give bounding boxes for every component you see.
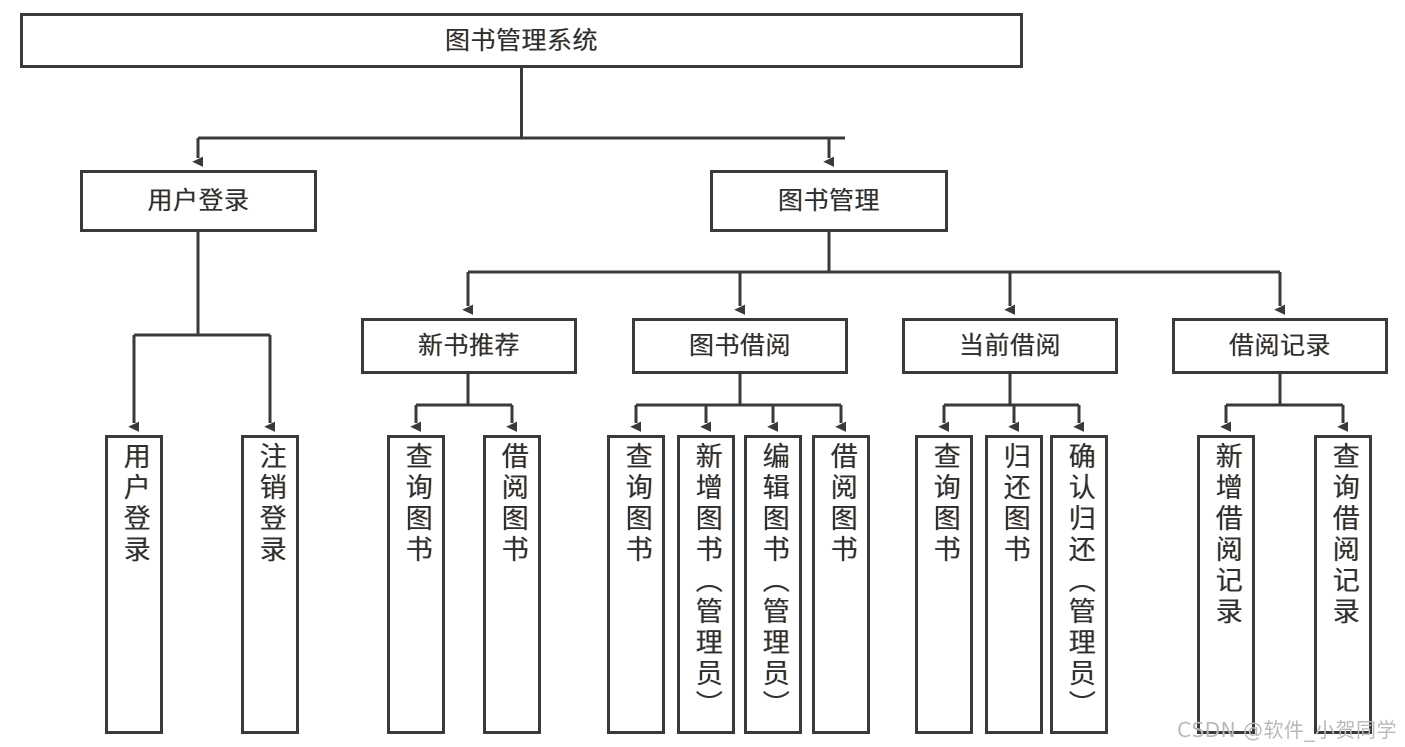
leaf-label: 确认归还（管理员） bbox=[1063, 442, 1095, 721]
node-book-management-label: 图书管理 bbox=[777, 186, 880, 216]
node-new-book-recommend-label: 新书推荐 bbox=[417, 331, 520, 361]
node-borrow-record-label: 借阅记录 bbox=[1228, 331, 1331, 361]
node-root-label: 图书管理系统 bbox=[444, 25, 598, 55]
leaf-label: 查询借阅记录 bbox=[1327, 442, 1359, 628]
leaf-borrow-record-add[interactable]: 新增借阅记录 bbox=[1197, 435, 1255, 734]
node-user-login-label: 用户登录 bbox=[147, 186, 250, 216]
leaf-current-borrow-query[interactable]: 查询图书 bbox=[915, 435, 973, 734]
leaf-book-borrow-query[interactable]: 查询图书 bbox=[607, 435, 665, 734]
node-book-borrow[interactable]: 图书借阅 bbox=[632, 318, 848, 374]
leaf-label: 编辑图书（管理员） bbox=[757, 442, 789, 721]
node-user-login[interactable]: 用户登录 bbox=[80, 170, 317, 232]
node-current-borrow[interactable]: 当前借阅 bbox=[902, 318, 1118, 374]
leaf-current-borrow-confirm-return[interactable]: 确认归还（管理员） bbox=[1050, 435, 1108, 734]
leaf-book-borrow-borrow[interactable]: 借阅图书 bbox=[812, 435, 870, 734]
leaf-label: 归还图书 bbox=[998, 442, 1030, 566]
leaf-new-book-borrow[interactable]: 借阅图书 bbox=[483, 435, 541, 734]
leaf-label: 查询图书 bbox=[620, 442, 652, 566]
leaf-book-borrow-edit[interactable]: 编辑图书（管理员） bbox=[744, 435, 802, 734]
leaf-label: 新增图书（管理员） bbox=[690, 442, 722, 721]
leaf-label: 查询图书 bbox=[400, 442, 432, 566]
leaf-label: 注销登录 bbox=[254, 442, 286, 566]
leaf-label: 查询图书 bbox=[928, 442, 960, 566]
leaf-book-borrow-add[interactable]: 新增图书（管理员） bbox=[677, 435, 735, 734]
node-new-book-recommend[interactable]: 新书推荐 bbox=[361, 318, 577, 374]
leaf-current-borrow-return[interactable]: 归还图书 bbox=[985, 435, 1043, 734]
leaf-label: 新增借阅记录 bbox=[1210, 442, 1242, 628]
leaf-label: 借阅图书 bbox=[496, 442, 528, 566]
leaf-borrow-record-query[interactable]: 查询借阅记录 bbox=[1314, 435, 1372, 734]
node-book-borrow-label: 图书借阅 bbox=[688, 331, 791, 361]
node-book-management[interactable]: 图书管理 bbox=[710, 170, 948, 232]
node-borrow-record[interactable]: 借阅记录 bbox=[1172, 318, 1388, 374]
leaf-new-book-query[interactable]: 查询图书 bbox=[387, 435, 445, 734]
node-root[interactable]: 图书管理系统 bbox=[20, 13, 1023, 68]
leaf-label: 用户登录 bbox=[118, 442, 150, 566]
node-current-borrow-label: 当前借阅 bbox=[958, 331, 1061, 361]
leaf-user-login-signout[interactable]: 注销登录 bbox=[241, 435, 299, 734]
leaf-user-login-signin[interactable]: 用户登录 bbox=[105, 435, 163, 734]
leaf-label: 借阅图书 bbox=[825, 442, 857, 566]
